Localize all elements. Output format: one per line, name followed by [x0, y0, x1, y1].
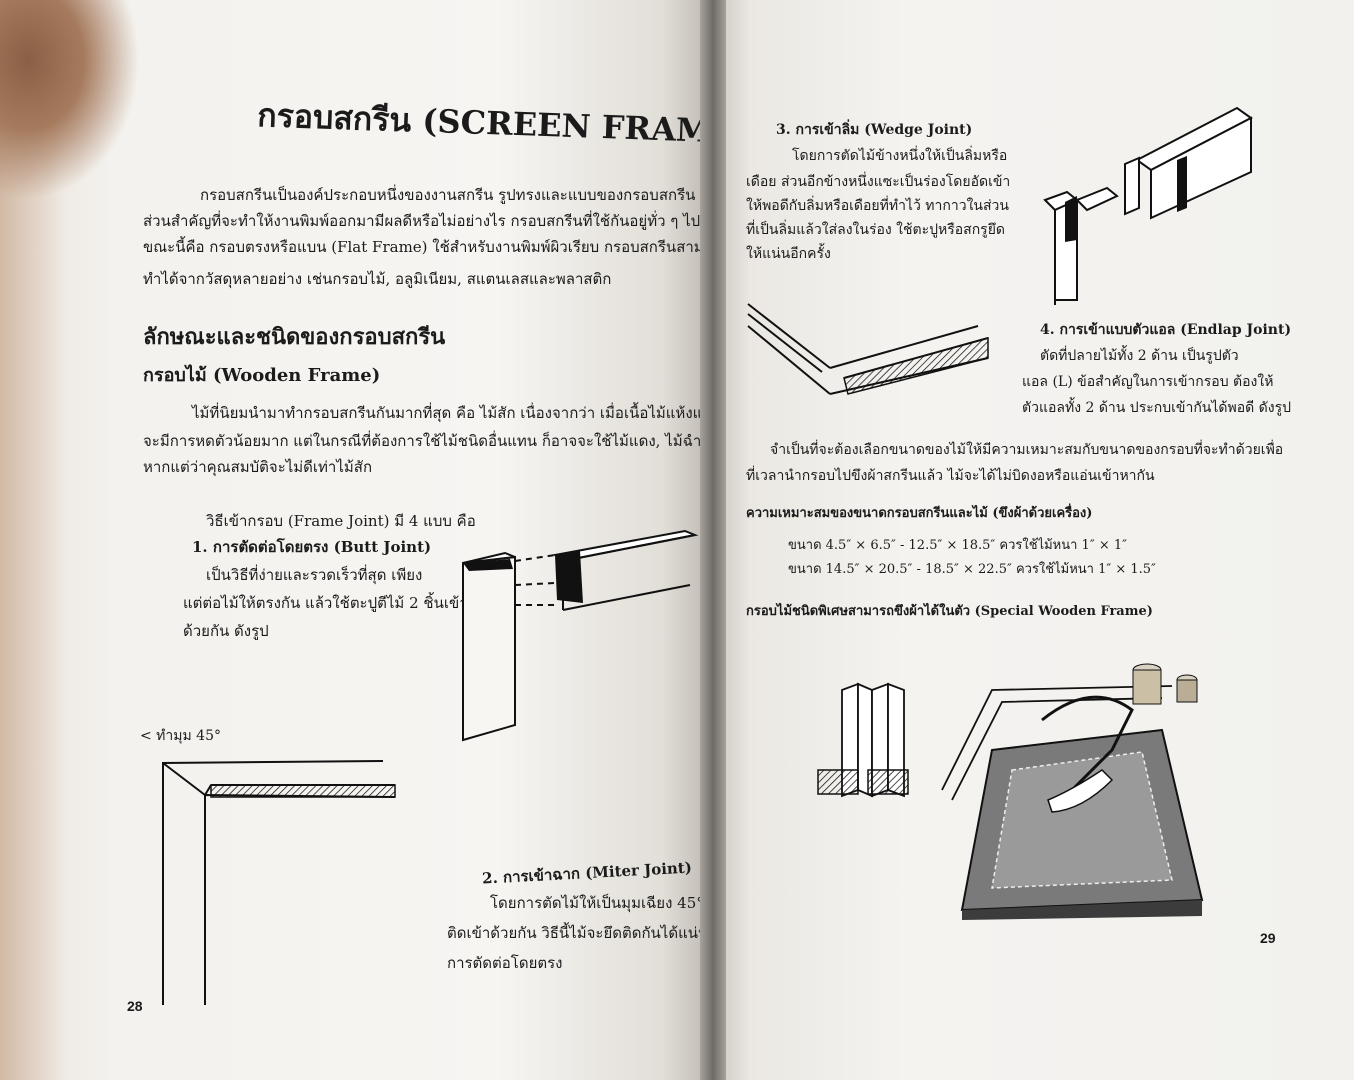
wooden-text-line-2: จะมีการหดตัวน้อยมาก แต่ในกรณีที่ต้องการใ…: [143, 432, 712, 450]
wedge-text-line-1: โดยการตัดไม้ข้างหนึ่งให้เป็นลิ่มหรือ: [792, 148, 1008, 164]
miter-text-line-3: การตัดต่อโดยตรง: [447, 954, 563, 972]
wedge-text-line-5: ให้แน่นอีกครั้ง: [746, 246, 831, 262]
angle-label: < ทำมุม 45°: [140, 728, 221, 744]
endlap-text-line-1: ตัดที่ปลายไม้ทั้ง 2 ด้าน เป็นรูปตัว: [1040, 348, 1239, 364]
intro-line-4: ทำได้จากวัสดุหลายอย่าง เช่นกรอบไม้, อลูม…: [143, 270, 612, 288]
wooden-text-line-1: ไม้ที่นิยมนำมาทำกรอบสกรีนกันมากที่สุด คื…: [192, 404, 712, 422]
intro-line-2: ส่วนสำคัญที่จะทำให้งานพิมพ์ออกมามีผลดีหร…: [143, 212, 712, 230]
left-page: กรอบสกรีน (SCREEN FRAME) กรอบสกรีนเป็นอง…: [0, 0, 712, 1080]
suitability-heading: ความเหมาะสมของขนาดกรอบสกรีนและไม้ (ขึงผ้…: [746, 506, 1093, 521]
size-text-line-2: ที่เวลานำกรอบไปขึงผ้าสกรีนแล้ว ไม้จะได้ไ…: [746, 468, 1155, 484]
butt-joint-heading: 1. การตัดต่อโดยตรง (Butt Joint): [192, 538, 432, 556]
endlap-text-line-2: แอล (L) ข้อสำคัญในการเข้ากรอบ ต้องให้: [1022, 374, 1274, 390]
miter-text-line-1: โดยการตัดไม้ให้เป็นมุมเฉียง 45° แล้ว: [490, 894, 712, 912]
page-title: กรอบสกรีน (SCREEN FRAME): [256, 96, 712, 152]
wooden-frame-heading: กรอบไม้ (Wooden Frame): [143, 365, 381, 386]
endlap-joint-heading: 4. การเข้าแบบตัวแอล (Endlap Joint): [1040, 322, 1292, 338]
intro-line-3: ขณะนี้คือ กรอบตรงหรือแบน (Flat Frame) ใช…: [143, 238, 712, 256]
miter-joint-illustration: [162, 760, 396, 1005]
wedge-text-line-3: ให้พอดีกับลิ่มหรือเดือยที่ทำไว้ ทากาวในส…: [746, 198, 1009, 214]
endlap-joint-illustration: [747, 303, 989, 395]
wooden-text-line-3: หากแต่ว่าคุณสมบัติจะไม่ดีเท่าไม้สัก: [143, 458, 373, 476]
special-frame-heading: กรอบไม้ชนิดพิเศษสามารถขึงผ้าได้ในตัว (Sp…: [746, 604, 1153, 619]
section-heading: ลักษณะและชนิดของกรอบสกรีน: [143, 324, 446, 350]
corner-stain: [0, 0, 140, 200]
wedge-joint-illustration: [1043, 106, 1253, 305]
book-gutter: [700, 0, 726, 1080]
page-number-left: 28: [127, 998, 143, 1014]
endlap-text-line-3: ตัวแอลทั้ง 2 ด้าน ประกบเข้ากันได้พอดี ดั…: [1022, 400, 1292, 416]
butt-text-line-2: แต่ต่อไม้ให้ตรงกัน แล้วใช้ตะปูตีไม้ 2 ชิ…: [183, 594, 468, 612]
joints-intro: วิธีเข้ากรอบ (Frame Joint) มี 4 แบบ คือ: [206, 512, 476, 530]
wedge-text-line-2: เดือย ส่วนอีกข้างหนึ่งแซะเป็นร่องโดยอัดเ…: [746, 174, 1011, 190]
butt-text-line-1: เป็นวิธีที่ง่ายและรวดเร็วที่สุด เพียง: [206, 566, 423, 584]
intro-line-1: กรอบสกรีนเป็นองค์ประกอบหนึ่งของงานสกรีน …: [200, 186, 712, 204]
wedge-text-line-4: ที่เป็นลิ่มแล้วใส่ลงในร่อง ใช้ตะปูหรือสก…: [746, 222, 1005, 238]
right-page: 3. การเข้าลิ่ม (Wedge Joint) โดยการตัดไม…: [712, 0, 1354, 1080]
miter-joint-heading: 2. การเข้าฉาก (Miter Joint): [481, 858, 693, 888]
special-frame-illustration: [817, 663, 1204, 920]
butt-text-line-3: ด้วยกัน ดังรูป: [183, 622, 269, 640]
size-text-line-1: จำเป็นที่จะต้องเลือกขนาดของไม้ให้มีความเ…: [770, 442, 1284, 458]
size-row-2: ขนาด 14.5″ × 20.5″ - 18.5″ × 22.5″ ควรใช…: [788, 562, 1156, 577]
size-row-1: ขนาด 4.5″ × 6.5″ - 12.5″ × 18.5″ ควรใช้ไ…: [788, 538, 1127, 553]
wedge-joint-heading: 3. การเข้าลิ่ม (Wedge Joint): [776, 122, 973, 138]
miter-text-line-2: ติดเข้าด้วยกัน วิธีนี้ไม้จะยึดติดกันได้แ…: [447, 924, 712, 942]
butt-joint-illustration: [462, 529, 699, 742]
page-number-right: 29: [1260, 930, 1276, 946]
